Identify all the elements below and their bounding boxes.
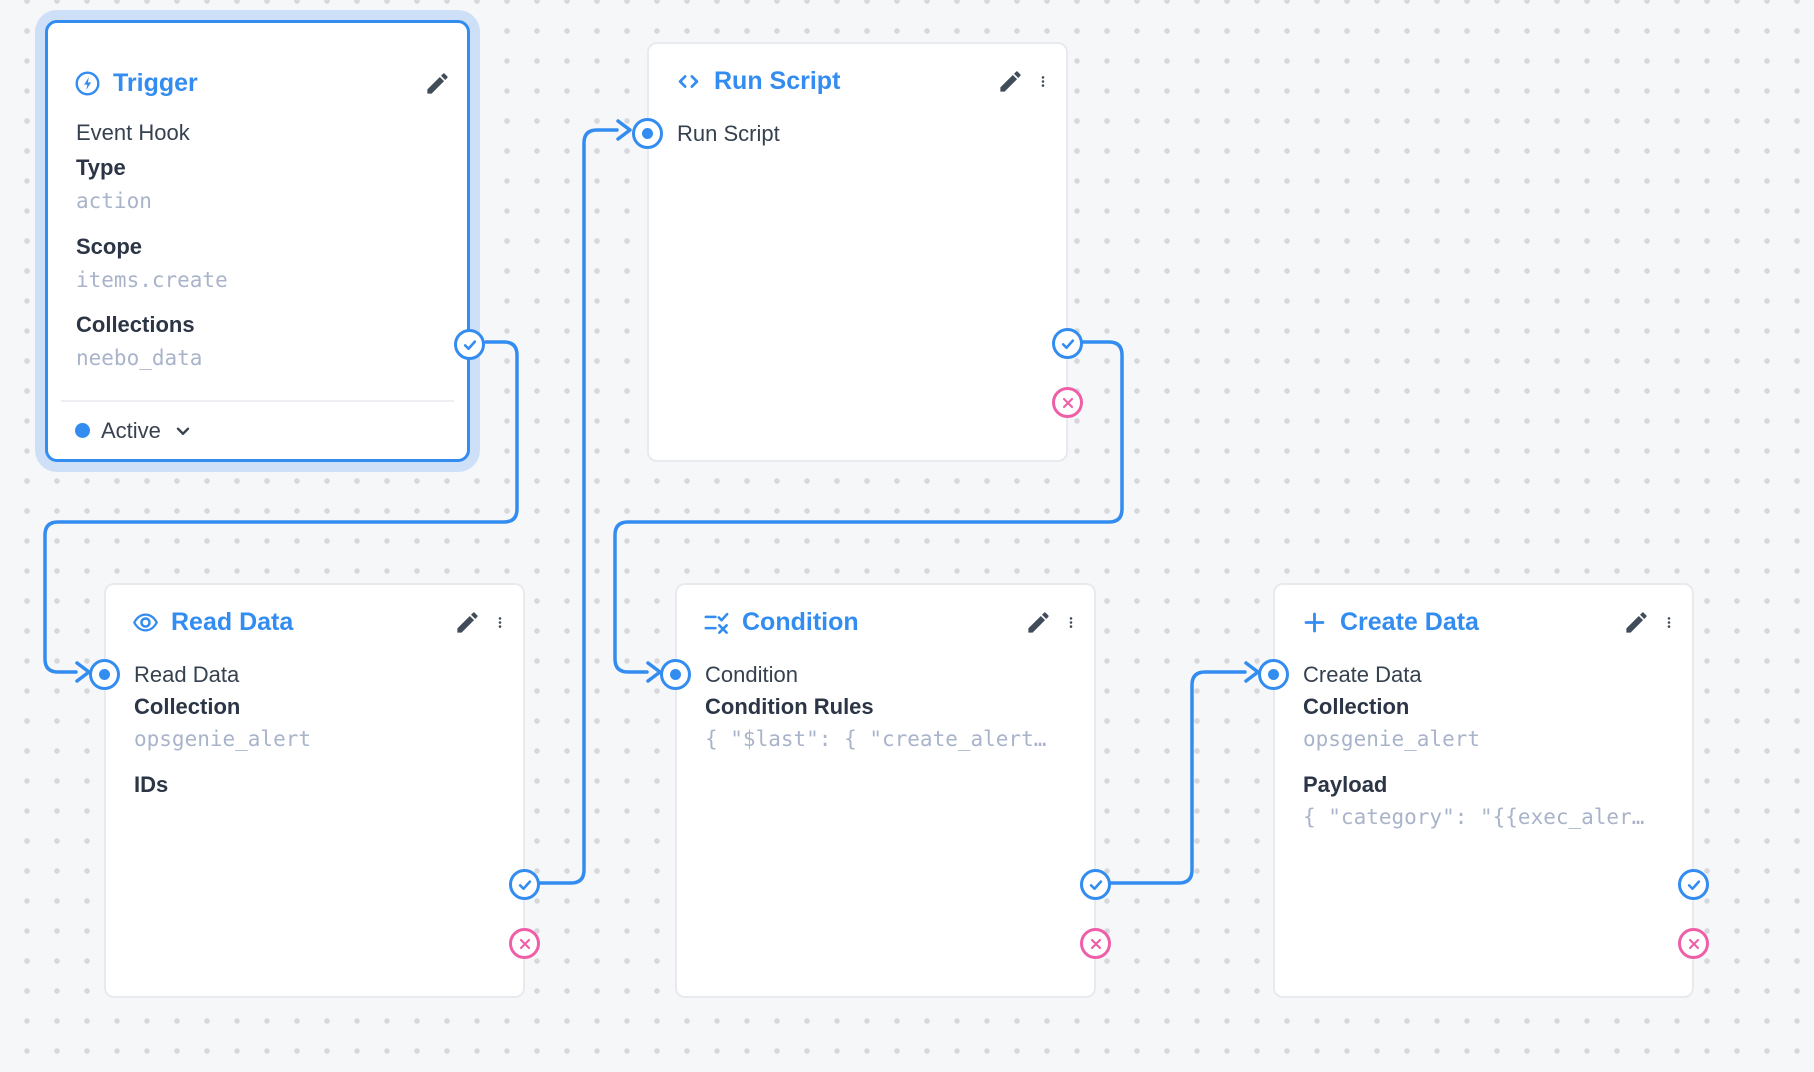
input-dot-icon (1268, 669, 1279, 680)
input-handle[interactable] (632, 118, 663, 149)
node-title: Run Script (714, 66, 841, 95)
status-label: Active (101, 417, 161, 443)
kebab-menu-icon[interactable] (1064, 609, 1078, 636)
arrowhead-icon (616, 119, 632, 141)
check-icon (1089, 879, 1102, 890)
check-icon (518, 879, 531, 890)
arrowhead-icon (1244, 661, 1260, 683)
x-icon (1688, 938, 1699, 949)
input-label: Read Data (134, 662, 240, 687)
edit-icon[interactable] (997, 68, 1024, 95)
check-icon (463, 339, 476, 350)
status-dropdown[interactable]: Active (61, 400, 454, 459)
resolve-handle[interactable] (1052, 328, 1083, 359)
field-value: opsgenie_alert (1303, 727, 1481, 751)
input-handle[interactable] (660, 659, 691, 690)
field-label: Condition Rules (705, 694, 874, 719)
edit-icon[interactable] (1025, 609, 1052, 636)
reject-handle[interactable] (509, 928, 540, 959)
field-label: Type (76, 155, 126, 180)
input-handle[interactable] (1258, 659, 1289, 690)
input-dot-icon (99, 669, 110, 680)
input-dot-icon (670, 669, 681, 680)
input-label: Run Script (677, 121, 780, 146)
input-label: Condition (705, 662, 798, 687)
kebab-menu-icon[interactable] (493, 609, 507, 636)
code-icon (678, 74, 699, 88)
reject-handle[interactable] (1052, 387, 1083, 418)
kebab-menu-icon[interactable] (1662, 609, 1676, 636)
node-read-data[interactable]: Read Data Read Data Collection opsgenie_… (89, 583, 540, 998)
resolve-handle[interactable] (1678, 869, 1709, 900)
resolve-handle[interactable] (1080, 869, 1111, 900)
node-trigger[interactable]: Trigger Event Hook Type action Scope ite… (45, 20, 485, 462)
field-value: action (76, 189, 152, 213)
trigger-type-text: Event Hook (76, 120, 190, 145)
input-dot-icon (642, 128, 653, 139)
x-icon (1090, 938, 1101, 949)
field-value: neebo_data (76, 346, 203, 370)
bolt-circle-icon (75, 71, 100, 95)
node-title: Condition (742, 607, 859, 636)
field-value: { "$last": { "create_alert… (705, 727, 1047, 751)
field-label: Collections (76, 312, 195, 337)
node-title: Trigger (113, 68, 198, 97)
edit-icon[interactable] (1623, 609, 1650, 636)
input-label: Create Data (1303, 662, 1422, 687)
edit-icon[interactable] (424, 70, 451, 97)
node-title: Read Data (171, 607, 294, 636)
check-icon (1061, 338, 1074, 349)
field-label: Collection (134, 694, 241, 719)
field-value: items.create (76, 268, 228, 292)
arrowhead-icon (75, 661, 91, 683)
plus-icon (1304, 612, 1325, 632)
status-active-dot (75, 423, 90, 438)
resolve-handle[interactable] (454, 329, 485, 360)
kebab-menu-icon[interactable] (1036, 68, 1050, 95)
field-value: opsgenie_alert (134, 727, 312, 751)
edit-icon[interactable] (454, 609, 481, 636)
field-label: Collection (1303, 694, 1410, 719)
connection-read-data-to-run-script (538, 119, 632, 885)
node-title: Create Data (1340, 607, 1479, 636)
reject-handle[interactable] (1678, 928, 1709, 959)
node-create-data[interactable]: Create Data Create Data Collection opsge… (1258, 583, 1709, 998)
rule-icon (704, 612, 729, 634)
field-label: IDs (134, 772, 169, 797)
resolve-handle[interactable] (509, 869, 540, 900)
input-handle[interactable] (89, 659, 120, 690)
node-condition[interactable]: Condition Condition Condition Rules { "$… (660, 583, 1111, 998)
field-label: Payload (1303, 772, 1388, 797)
check-icon (1687, 879, 1700, 890)
node-run-script[interactable]: Run Script Run Script (632, 42, 1083, 462)
field-label: Scope (76, 234, 143, 259)
connection-condition-to-create-data (1109, 661, 1260, 885)
field-value: { "category": "{{exec_aler… (1303, 805, 1645, 829)
chevron-down-icon (176, 427, 190, 435)
x-icon (1062, 397, 1073, 408)
arrowhead-icon (646, 661, 662, 683)
eye-icon (132, 612, 159, 632)
reject-handle[interactable] (1080, 928, 1111, 959)
x-icon (519, 938, 530, 949)
